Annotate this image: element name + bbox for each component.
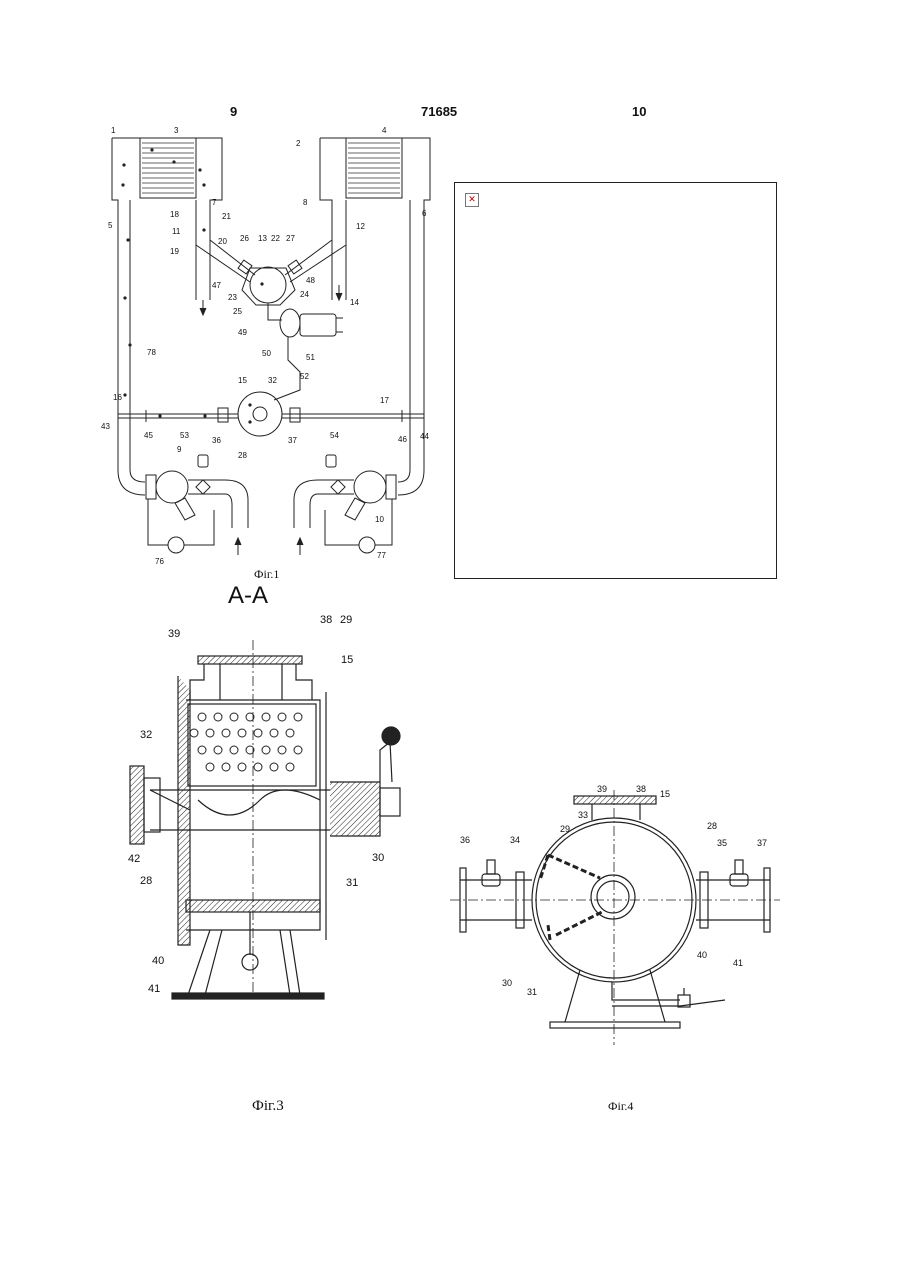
fig1-label: 46 xyxy=(398,435,407,444)
fig1-label: 9 xyxy=(177,445,182,454)
fig1-label: 48 xyxy=(306,276,315,285)
figure-4-labels: 39 38 15 36 34 29 33 28 35 37 30 31 40 4… xyxy=(460,784,767,997)
fig1-label: 32 xyxy=(268,376,277,385)
fig1-label: 77 xyxy=(377,551,386,560)
fig1-label: 52 xyxy=(300,372,309,381)
fig1-label: 10 xyxy=(375,515,384,524)
fig3-label: 31 xyxy=(346,877,358,889)
fig1-label: 50 xyxy=(262,349,271,358)
fig1-label: 5 xyxy=(108,221,113,230)
fig4-label: 28 xyxy=(707,821,717,831)
fig1-label: 51 xyxy=(306,353,315,362)
fig4-label: 33 xyxy=(578,810,588,820)
fig1-label: 24 xyxy=(300,290,309,299)
fig1-label: 13 xyxy=(258,234,267,243)
fig3-label: 41 xyxy=(148,983,160,995)
fig1-label: 2 xyxy=(296,139,301,148)
fig1-label: 47 xyxy=(212,281,221,290)
fig4-label: 36 xyxy=(460,835,470,845)
fig1-label: 7 xyxy=(212,198,217,207)
fig3-label: 42 xyxy=(128,853,140,865)
fig1-label: 3 xyxy=(174,126,179,135)
fig4-label: 39 xyxy=(597,784,607,794)
fig1-label: 78 xyxy=(147,348,156,357)
fig1-label: 22 xyxy=(271,234,280,243)
figure-1-caption: Фіг.1 xyxy=(254,567,279,582)
fig1-label: 1 xyxy=(111,126,116,135)
fig1-label: 36 xyxy=(212,436,221,445)
fig1-label: 4 xyxy=(382,126,387,135)
section-title: А-А xyxy=(228,582,268,610)
fig4-label: 31 xyxy=(527,987,537,997)
fig3-label: 29 xyxy=(340,614,352,626)
figure-3-caption: Фіг.3 xyxy=(252,1098,284,1115)
fig1-label: 45 xyxy=(144,431,153,440)
fig1-label: 8 xyxy=(303,198,308,207)
fig1-label: 21 xyxy=(222,212,231,221)
fig3-label: 39 xyxy=(168,628,180,640)
fig3-label: 28 xyxy=(140,875,152,887)
fig1-label: 23 xyxy=(228,293,237,302)
fig1-label: 11 xyxy=(172,227,181,236)
fig1-label: 25 xyxy=(233,307,242,316)
fig1-label: 27 xyxy=(286,234,295,243)
fig4-label: 38 xyxy=(636,784,646,794)
fig1-label: 49 xyxy=(238,328,247,337)
fig1-label: 53 xyxy=(180,431,189,440)
fig4-label: 29 xyxy=(560,824,570,834)
fig1-label: 18 xyxy=(170,210,179,219)
figure-3 xyxy=(130,640,400,1000)
fig4-label: 15 xyxy=(660,789,670,799)
fig4-label: 35 xyxy=(717,838,727,848)
fig3-label: 30 xyxy=(372,852,384,864)
fig4-label: 30 xyxy=(502,978,512,988)
fig1-label: 14 xyxy=(350,298,359,307)
fig1-label: 19 xyxy=(170,247,179,256)
fig4-label: 34 xyxy=(510,835,520,845)
figure-1 xyxy=(112,138,430,555)
fig1-label: 16 xyxy=(113,393,122,402)
fig3-label: 15 xyxy=(341,654,353,666)
fig1-label: 15 xyxy=(238,376,247,385)
fig1-label: 43 xyxy=(101,422,110,431)
figure-4-caption: Фіг.4 xyxy=(608,1099,633,1114)
fig1-label: 37 xyxy=(288,436,297,445)
fig4-label: 40 xyxy=(697,950,707,960)
figure-4 xyxy=(450,790,780,1045)
fig1-label: 54 xyxy=(330,431,339,440)
fig1-label: 44 xyxy=(420,432,429,441)
fig1-label: 20 xyxy=(218,237,227,246)
fig1-label: 6 xyxy=(422,209,427,218)
fig4-label: 41 xyxy=(733,958,743,968)
fig4-label: 37 xyxy=(757,838,767,848)
fig1-label: 17 xyxy=(380,396,389,405)
fig1-label: 28 xyxy=(238,451,247,460)
fig1-label: 12 xyxy=(356,222,365,231)
fig3-label: 38 xyxy=(320,614,332,626)
figure-1-labels: 1 3 2 4 5 6 7 8 18 21 11 19 20 12 26 13 … xyxy=(101,126,429,566)
fig1-label: 26 xyxy=(240,234,249,243)
fig3-label: 40 xyxy=(152,955,164,967)
fig1-label: 76 xyxy=(155,557,164,566)
fig3-label: 32 xyxy=(140,729,152,741)
